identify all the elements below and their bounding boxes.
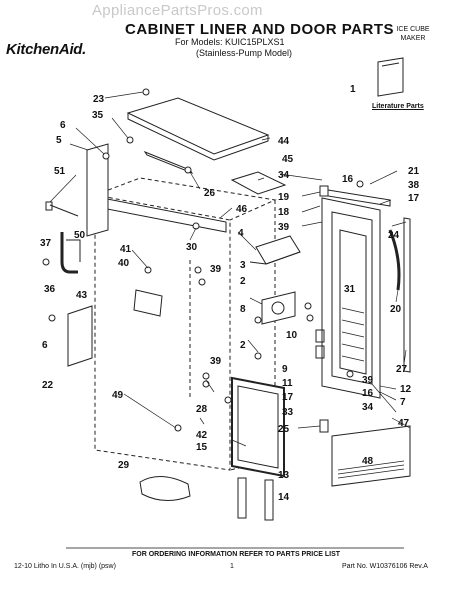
callout: 48: [362, 456, 374, 467]
callout: 26: [204, 188, 216, 199]
door-frame: [321, 197, 381, 399]
callout: 46: [236, 204, 248, 215]
models-line: For Models: KUIC15PLXS1: [175, 37, 285, 47]
callout: 12: [400, 384, 412, 395]
callout: 14: [278, 492, 290, 503]
ice-scoop: [139, 476, 191, 501]
part-number: Part No. W10376106 Rev.A: [342, 563, 428, 570]
brand-logo: KitchenAid.: [6, 41, 87, 58]
callout: 35: [92, 110, 104, 121]
callout: 50: [74, 230, 86, 241]
callout: 10: [286, 330, 298, 341]
callout: 24: [388, 230, 400, 241]
callout: 47: [398, 418, 410, 429]
callout: 33: [282, 407, 294, 418]
callout: 9: [282, 364, 288, 375]
page-number: 1: [230, 563, 234, 570]
callout: 45: [282, 154, 294, 165]
callout: 21: [408, 166, 420, 177]
callout: 16: [362, 388, 374, 399]
callout: 51: [54, 166, 66, 177]
callout: 5: [56, 135, 62, 146]
callout: 22: [42, 380, 54, 391]
callout: 34: [362, 402, 374, 413]
callout: 8: [240, 304, 246, 315]
door-handle: [388, 229, 401, 291]
callout: 38: [408, 180, 420, 191]
callout: 44: [278, 136, 290, 147]
callout: 41: [120, 244, 132, 255]
callout: 13: [278, 470, 290, 481]
callout: 34: [278, 170, 290, 181]
callout: 3: [240, 260, 246, 271]
ice-cube-maker-label: ICE CUBE MAKER: [396, 26, 430, 42]
callout: 37: [40, 238, 52, 249]
callout: 4: [238, 228, 244, 239]
callout: 6: [60, 120, 66, 131]
callout: 7: [400, 397, 406, 408]
callout: 6: [42, 340, 48, 351]
literature-parts-label: Literature Parts: [372, 103, 424, 110]
callout: 43: [76, 290, 88, 301]
lower-bracket: [67, 305, 93, 367]
callout: 17: [282, 392, 294, 403]
callout: 18: [278, 207, 290, 218]
insulation-pad: [230, 171, 287, 195]
variant-line: (Stainless-Pump Model): [196, 48, 293, 58]
side-panel: [86, 143, 109, 237]
callout: 20: [390, 304, 402, 315]
litho-line: 12-10 Litho In U.S.A. (mjb) (psw): [14, 563, 116, 570]
top-lid: [126, 97, 270, 155]
callout: 49: [112, 390, 124, 401]
callout: 16: [342, 174, 354, 185]
watermark: AppliancePartsPros.com: [92, 2, 263, 19]
callout: 39: [210, 264, 222, 275]
callout: 29: [118, 460, 130, 471]
callout: 42: [196, 430, 208, 441]
callout: 23: [93, 94, 105, 105]
page-title: CABINET LINER AND DOOR PARTS: [125, 21, 394, 38]
callout: 25: [278, 424, 290, 435]
callout: 2: [240, 340, 246, 351]
callout: 28: [196, 404, 208, 415]
callout: 1: [350, 84, 356, 95]
callout: 19: [278, 192, 290, 203]
cabinet-body: [94, 194, 231, 471]
callout: 36: [44, 284, 56, 295]
callout: 27: [396, 364, 408, 375]
ordering-note: FOR ORDERING INFORMATION REFER TO PARTS …: [132, 551, 341, 558]
callout: 30: [186, 242, 198, 253]
callout: 15: [196, 442, 208, 453]
callout: 2: [240, 276, 246, 287]
callout-labels: 23 35 44 6 5 45 34 26 16 21 38 51 46 19 …: [40, 84, 420, 503]
callout: 40: [118, 258, 130, 269]
callout: 39: [210, 356, 222, 367]
callout: 11: [282, 378, 293, 389]
inner-door: [231, 376, 285, 478]
literature-booklet: [377, 57, 404, 97]
callout: 39: [362, 375, 374, 386]
callout: 31: [344, 284, 356, 295]
callout: 17: [408, 193, 420, 204]
callout: 39: [278, 222, 290, 233]
